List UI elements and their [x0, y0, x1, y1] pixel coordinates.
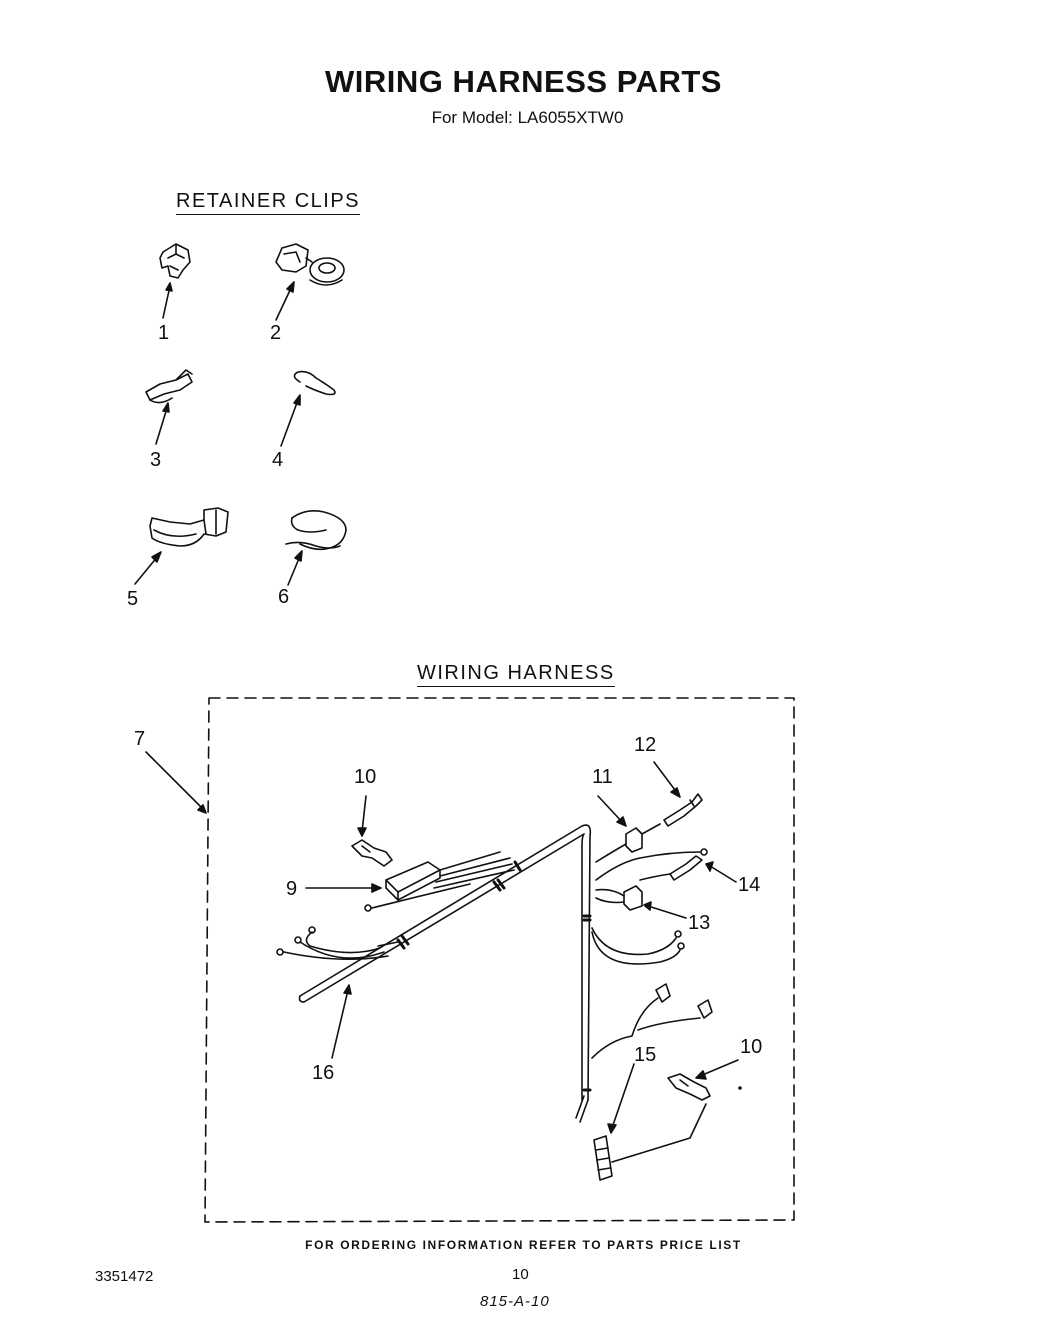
harness-connector-9 — [385, 851, 515, 901]
leader-arrow-6 — [287, 555, 301, 586]
callout-7: 7 — [134, 728, 146, 750]
leader-arrow-4 — [280, 399, 299, 447]
harness-terminal-10-top — [351, 839, 393, 867]
model-subtitle: For Model: LA6055XTW0 — [431, 108, 624, 127]
retainer-clip-4-icon — [293, 370, 336, 396]
document-number: 3351472 — [95, 1268, 154, 1285]
ordering-info-note: FOR ORDERING INFORMATION REFER TO PARTS … — [305, 1238, 742, 1252]
harness-connector-15 — [593, 1103, 707, 1181]
leader-arrow-1 — [162, 285, 171, 319]
harness-main-trunk — [299, 824, 592, 1101]
handwritten-code: 815-A-10 — [480, 1293, 550, 1310]
leader-arrow-12 — [653, 761, 679, 795]
retainer-clip-6-icon — [285, 510, 347, 551]
callout-4: 4 — [272, 449, 284, 471]
leader-arrow-10-top — [361, 795, 367, 833]
harness-dashed-frame — [204, 697, 795, 1223]
callout-12: 12 — [634, 734, 657, 756]
leader-arrow-15 — [611, 1063, 635, 1129]
callout-5: 5 — [127, 588, 139, 610]
leader-arrow-3 — [155, 407, 168, 445]
leader-arrow-10-bottom — [699, 1059, 739, 1077]
leader-arrow-14 — [709, 865, 737, 883]
retainer-clip-5-icon — [149, 507, 229, 547]
callout-3: 3 — [150, 449, 162, 471]
retainer-clip-2-icon — [275, 243, 345, 286]
leader-arrow-2 — [275, 285, 293, 321]
callout-15: 15 — [634, 1044, 657, 1066]
harness-terminal-14 — [595, 848, 708, 881]
leader-arrow-5 — [134, 555, 159, 585]
callout-13: 13 — [688, 912, 711, 934]
callout-2: 2 — [270, 322, 282, 344]
callout-9: 9 — [286, 878, 298, 900]
retainer-clips-heading: RETAINER CLIPS — [176, 190, 360, 215]
wiring-harness-heading: WIRING HARNESS — [417, 662, 615, 687]
harness-connector-11 — [595, 823, 661, 863]
harness-lower-connectors — [591, 983, 713, 1059]
callout-6: 6 — [278, 586, 290, 608]
leader-arrow-16 — [331, 989, 349, 1059]
harness-terminal-12 — [663, 793, 703, 827]
callout-10-top: 10 — [354, 766, 377, 788]
harness-terminal-10-bottom — [667, 1073, 711, 1101]
harness-connector-13 — [595, 885, 643, 911]
retainer-clip-3-icon — [145, 369, 193, 404]
callout-10-bottom: 10 — [740, 1036, 763, 1058]
callout-14: 14 — [738, 874, 761, 896]
callout-11: 11 — [592, 766, 613, 788]
harness-left-wires — [276, 926, 399, 960]
leader-arrow-13 — [647, 905, 687, 919]
page-number: 10 — [512, 1266, 529, 1283]
callout-16: 16 — [312, 1062, 335, 1084]
callout-1: 1 — [158, 322, 170, 344]
harness-right-wires — [591, 927, 685, 965]
leader-arrow-7 — [145, 751, 205, 811]
page-title: WIRING HARNESS PARTS — [325, 64, 722, 99]
retainer-clip-1-icon — [159, 243, 191, 279]
